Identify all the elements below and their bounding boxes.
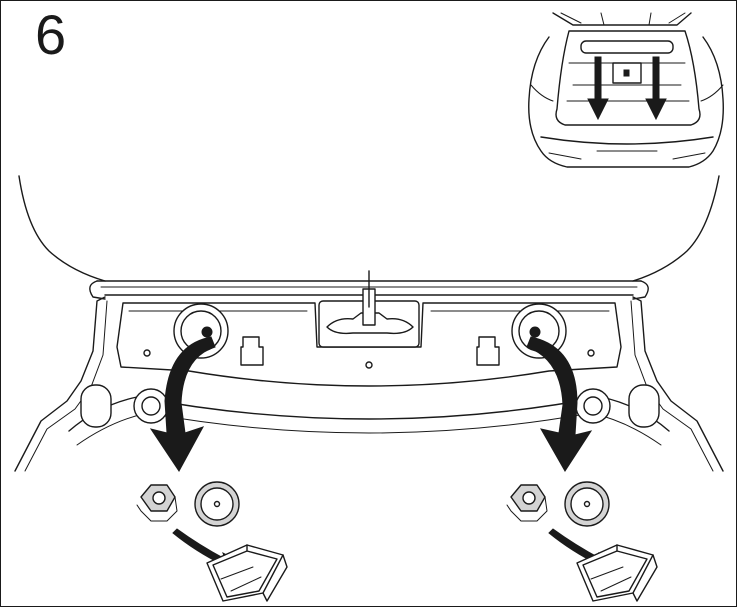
parts-bin-icon <box>206 544 288 602</box>
round-washer-icon <box>194 481 240 527</box>
step-number: 6 <box>35 3 67 66</box>
parts-bin-icon <box>576 544 658 602</box>
curved-arrow-icon <box>526 336 593 472</box>
hex-nut-icon <box>506 484 548 522</box>
round-washer-icon <box>564 481 610 527</box>
hex-nut-icon <box>136 484 178 522</box>
car-rear-trunk-open-icon <box>528 12 724 168</box>
curved-arrow-icon <box>149 336 216 472</box>
rear-panel <box>14 175 724 472</box>
